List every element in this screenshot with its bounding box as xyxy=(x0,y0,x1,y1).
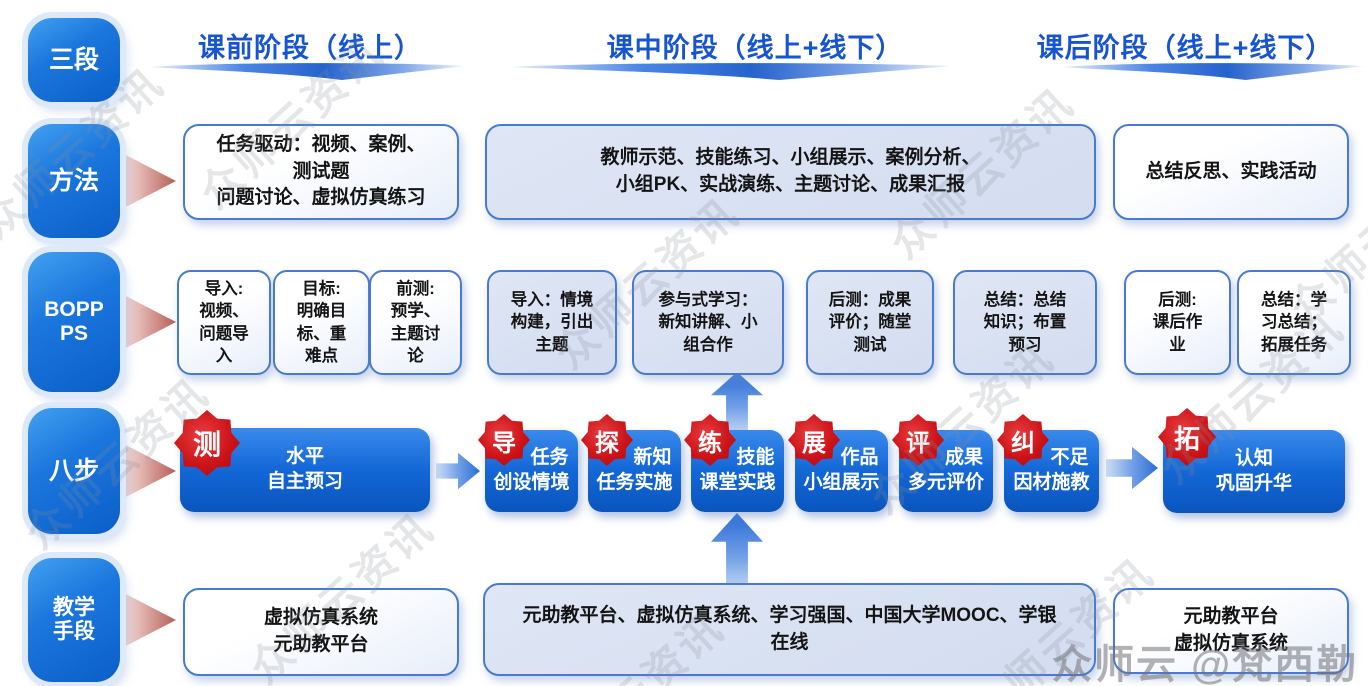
tools-box-in-class: 元助教平台、虚拟仿真系统、学习强国、中国大学MOOC、学银 在线 xyxy=(483,583,1096,676)
step-text: 水平 xyxy=(285,446,324,468)
method-box-in-class: 教师示范、技能练习、小组展示、案例分析、 小组PK、实战演练、主题讨论、成果汇报 xyxy=(485,124,1096,220)
flow-arrow-up-icon xyxy=(711,513,763,585)
step-text: 小组展示 xyxy=(803,472,880,493)
step-text: 多元评价 xyxy=(907,472,984,493)
rail-arrow-icon xyxy=(116,440,176,502)
step-text: 技能 xyxy=(736,447,775,469)
step-text: 巩固升华 xyxy=(1215,472,1292,494)
bopps-box: 导入：情境 构建，引出 主题 xyxy=(487,270,617,375)
phase-title-in-class: 课中阶段（线上+线下） xyxy=(606,33,904,63)
step-text: 成果 xyxy=(944,447,983,469)
bopps-box: 总结：总结 知识；布置 预习 xyxy=(953,270,1097,375)
step-badge-icon: 拓 xyxy=(1158,408,1216,466)
step-text: 课堂实践 xyxy=(699,472,776,493)
swoosh-underline-icon xyxy=(505,60,955,82)
bopps-box: 参与式学习： 新知讲解、小 组合作 xyxy=(632,270,784,375)
method-box-post-class: 总结反思、实践活动 xyxy=(1113,124,1349,220)
step-box: 技能 课堂实践 xyxy=(691,430,784,512)
bopps-box: 目标: 明确目 标、重 难点 xyxy=(273,270,370,375)
bopps-box: 后测: 课后作 业 xyxy=(1124,270,1231,375)
tools-box-post-class: 元助教平台 虚拟仿真系统 xyxy=(1113,588,1349,674)
phase-title-pre-class: 课前阶段（线上） xyxy=(198,33,422,63)
step-badge-icon: 练 xyxy=(684,414,736,466)
flow-arrow-right-icon xyxy=(436,452,480,490)
swoosh-underline-icon xyxy=(1058,60,1366,82)
bopps-box: 前测: 预学、 主题讨 论 xyxy=(369,270,462,375)
step-badge-icon: 评 xyxy=(892,414,944,466)
rail-arrow-icon xyxy=(116,589,176,651)
rail-label-eight-steps: 八步 xyxy=(28,408,120,534)
step-badge-icon: 展 xyxy=(788,414,840,466)
step-badge-icon: 纠 xyxy=(997,414,1049,466)
rail-arrow-icon xyxy=(116,291,176,353)
step-text: 任务实施 xyxy=(596,472,673,493)
bopps-box: 后测：成果 评价；随堂 测试 xyxy=(806,270,934,375)
rail-label-bopps: BOPP PS xyxy=(28,252,120,392)
swoosh-underline-icon xyxy=(147,60,467,82)
rail-arrow-icon xyxy=(116,150,176,212)
step-text: 因材施教 xyxy=(1013,472,1090,493)
step-text: 任务 xyxy=(530,447,569,469)
step-box: 任务 创设情境 xyxy=(485,430,578,512)
step-box: 新知 任务实施 xyxy=(588,430,681,512)
step-badge-icon: 导 xyxy=(478,414,530,466)
rail-label-three-stages: 三段 xyxy=(28,18,120,102)
flow-arrow-right-icon xyxy=(1106,446,1158,490)
rail-label-teaching-tools: 教学 手段 xyxy=(28,558,120,682)
step-text: 认知 xyxy=(1234,447,1273,469)
step-text: 自主预习 xyxy=(266,471,343,492)
method-box-pre-class: 任务驱动：视频、案例、 测试题 问题讨论、虚拟仿真练习 xyxy=(183,124,459,220)
step-text: 作品 xyxy=(840,447,879,469)
rail-label-methods: 方法 xyxy=(28,124,120,238)
bopps-box: 总结：学 习总结； 拓展任务 xyxy=(1237,270,1351,375)
step-badge-icon: 探 xyxy=(581,414,633,466)
bopps-box: 导入: 视频、 问题导 入 xyxy=(177,270,271,375)
tools-box-pre-class: 虚拟仿真系统 元助教平台 xyxy=(183,588,459,676)
step-badge-icon: 测 xyxy=(174,410,240,476)
step-text: 创设情境 xyxy=(493,472,570,493)
phase-title-post-class: 课后阶段（线上+线下） xyxy=(1036,33,1334,63)
step-text: 不足 xyxy=(1050,447,1089,469)
step-text: 新知 xyxy=(633,447,672,469)
